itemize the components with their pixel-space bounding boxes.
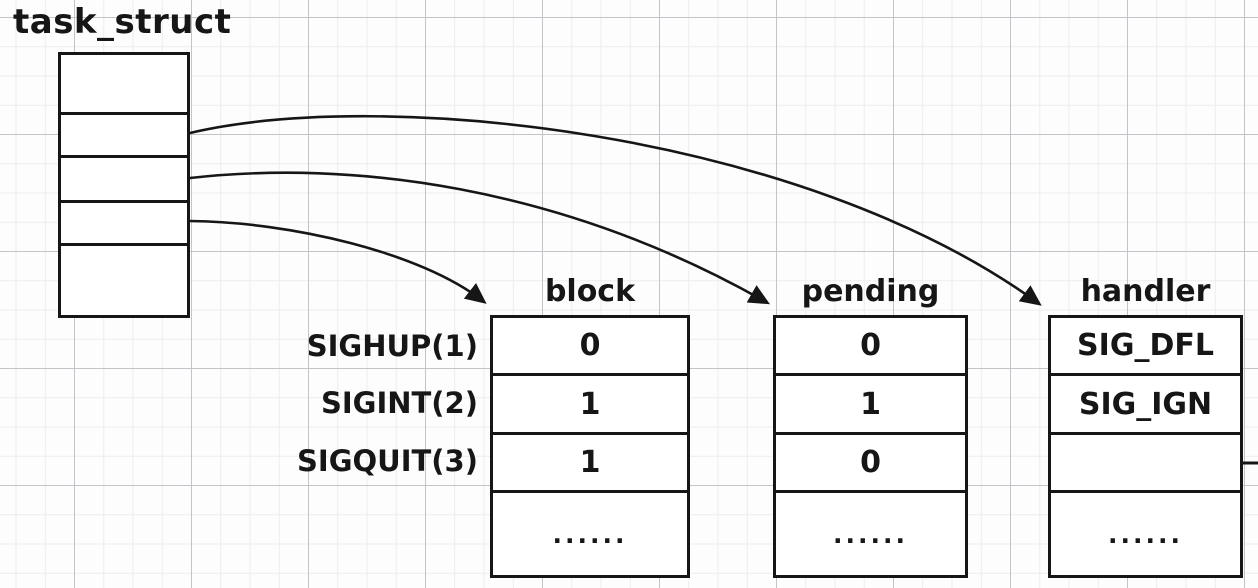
task-struct-field-1: [61, 55, 187, 112]
pending-cell-sighup: 0: [860, 328, 881, 363]
signal-label-sighup: SIGHUP(1): [306, 328, 478, 363]
task-struct-field-4: [61, 200, 187, 243]
pending-table: 0 1 0 ......: [773, 315, 968, 578]
pending-cell-sigint: 1: [776, 373, 965, 432]
block-cell-ellipsis: ......: [493, 490, 687, 575]
block-cell-sigquit: 1: [493, 432, 687, 490]
pending-cell-ellipsis: ......: [776, 490, 965, 575]
handler-cell-ellipsis: ......: [1051, 490, 1240, 575]
task-struct-box: [58, 52, 190, 318]
block-table-header: block: [544, 274, 636, 309]
handler-cell-sighup: SIG_DFL: [1077, 328, 1214, 363]
signal-label-sigquit: SIGQUIT(3): [297, 444, 478, 478]
task-struct-field-5: [61, 243, 187, 315]
signal-label-sigint: SIGINT(2): [320, 385, 478, 420]
pending-table-header: pending: [801, 274, 940, 309]
handler-cell-sigquit: [1051, 432, 1240, 490]
handler-cell-sigint: SIG_IGN: [1051, 373, 1240, 432]
arrow-to-block: [188, 219, 487, 304]
handler-table: SIG_DFL SIG_IGN ......: [1048, 315, 1243, 578]
block-table: 0 1 1 ......: [490, 315, 690, 578]
block-cell-sighup: 0: [579, 328, 601, 363]
task-struct-field-3: [61, 155, 187, 200]
block-cell-sigint: 1: [493, 373, 687, 432]
task-struct-title: task_struct: [13, 2, 232, 42]
handler-table-header: handler: [1080, 274, 1211, 309]
pending-cell-sigquit: 0: [776, 432, 965, 490]
signal-row-labels: SIGHUP(1) SIGINT(2) SIGQUIT(3): [200, 318, 482, 490]
task-struct-field-2: [61, 112, 187, 155]
